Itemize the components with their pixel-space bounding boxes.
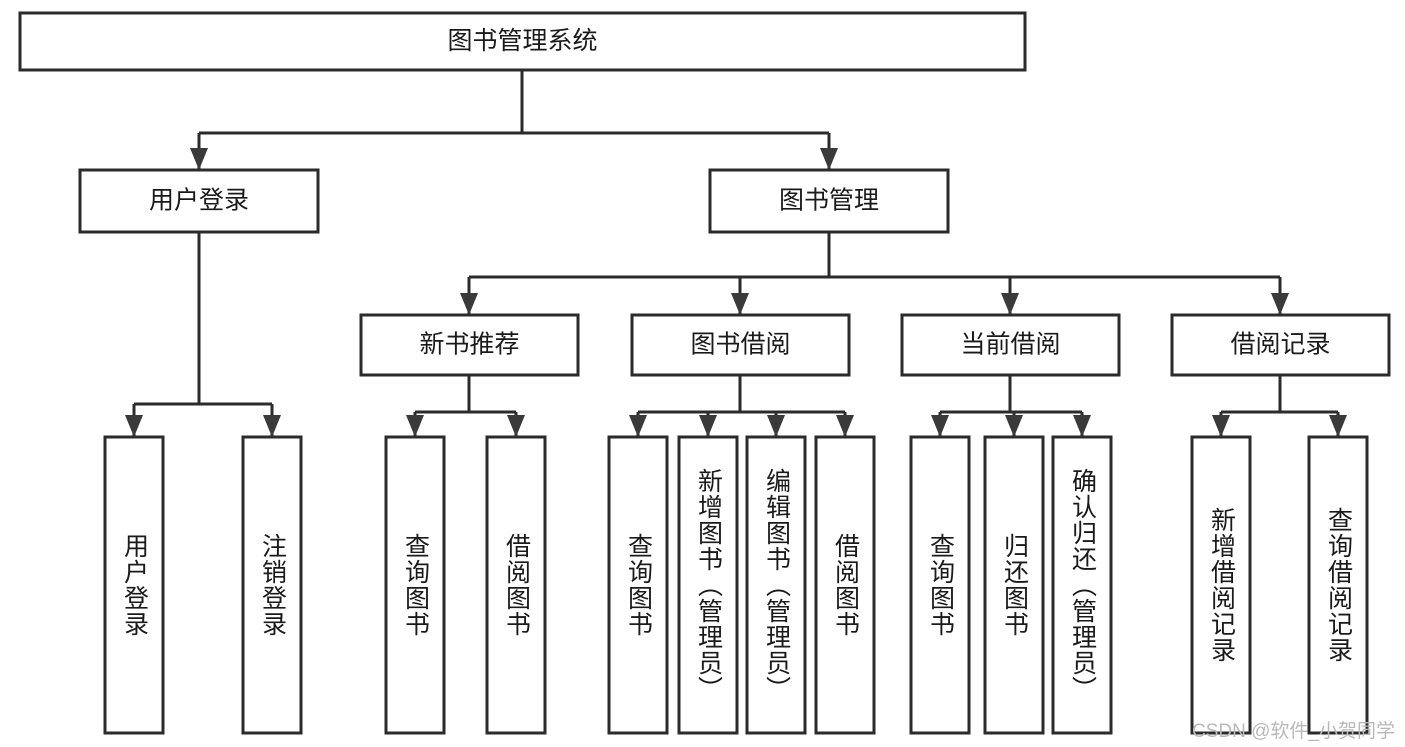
node-box-leaf-query-book-3[interactable] xyxy=(909,435,971,735)
node-box-leaf-borrow-book-2[interactable] xyxy=(814,435,876,735)
node-label-new-book-recommend: 新书推荐 xyxy=(419,331,519,359)
arrow-head-icon xyxy=(1212,415,1230,437)
node-label-book-manage: 图书管理 xyxy=(779,187,879,215)
arrow-head-icon xyxy=(1005,415,1023,437)
node-box-leaf-query-borrow-record[interactable] xyxy=(1307,435,1369,735)
node-box-leaf-logout-login[interactable] xyxy=(241,435,303,735)
node-box-current-borrow[interactable] xyxy=(900,313,1121,377)
arrow-head-icon xyxy=(629,415,647,437)
node-box-leaf-edit-book-admin[interactable] xyxy=(745,435,807,735)
node-box-layer xyxy=(18,11,1391,735)
node-box-leaf-query-book-2[interactable] xyxy=(607,435,669,735)
arrow-head-icon xyxy=(1271,293,1289,315)
arrow-head-icon xyxy=(731,293,749,315)
node-label-user-login: 用户登录 xyxy=(149,187,249,215)
node-box-leaf-borrow-book-1[interactable] xyxy=(485,435,547,735)
node-box-new-book-recommend[interactable] xyxy=(359,313,580,377)
node-box-book-borrow[interactable] xyxy=(630,313,851,377)
arrow-head-icon xyxy=(507,415,525,437)
arrow-head-icon xyxy=(931,415,949,437)
node-label-root: 图书管理系统 xyxy=(447,27,597,55)
arrow-head-icon xyxy=(190,148,208,170)
arrow-head-icon xyxy=(1329,415,1347,437)
node-box-leaf-confirm-return-admin[interactable] xyxy=(1051,435,1113,735)
connector-layer xyxy=(125,70,1347,437)
node-box-leaf-add-borrow-record[interactable] xyxy=(1190,435,1252,735)
arrow-head-icon xyxy=(820,148,838,170)
arrow-head-icon xyxy=(1001,293,1019,315)
node-label-current-borrow: 当前借阅 xyxy=(960,331,1060,359)
node-box-root[interactable] xyxy=(18,11,1027,72)
arrow-head-icon xyxy=(125,415,143,437)
node-box-leaf-return-book[interactable] xyxy=(983,435,1045,735)
node-box-leaf-query-book-1[interactable] xyxy=(384,435,446,735)
arrow-head-icon xyxy=(767,415,785,437)
node-box-leaf-user-login[interactable] xyxy=(103,435,165,735)
arrow-head-icon xyxy=(1073,415,1091,437)
node-box-leaf-add-book-admin[interactable] xyxy=(677,435,739,735)
arrow-head-icon xyxy=(699,415,717,437)
node-box-borrow-record[interactable] xyxy=(1170,313,1391,377)
arrow-head-icon xyxy=(460,293,478,315)
csdn-watermark: CSDN @软件_小贺同学 xyxy=(1192,721,1395,742)
node-label-borrow-record: 借阅记录 xyxy=(1230,331,1330,359)
node-box-book-manage[interactable] xyxy=(708,168,950,234)
arrow-head-icon xyxy=(263,415,281,437)
arrow-head-icon xyxy=(836,415,854,437)
node-label-book-borrow: 图书借阅 xyxy=(690,331,790,359)
arrow-head-icon xyxy=(406,415,424,437)
node-box-user-login[interactable] xyxy=(78,168,320,234)
